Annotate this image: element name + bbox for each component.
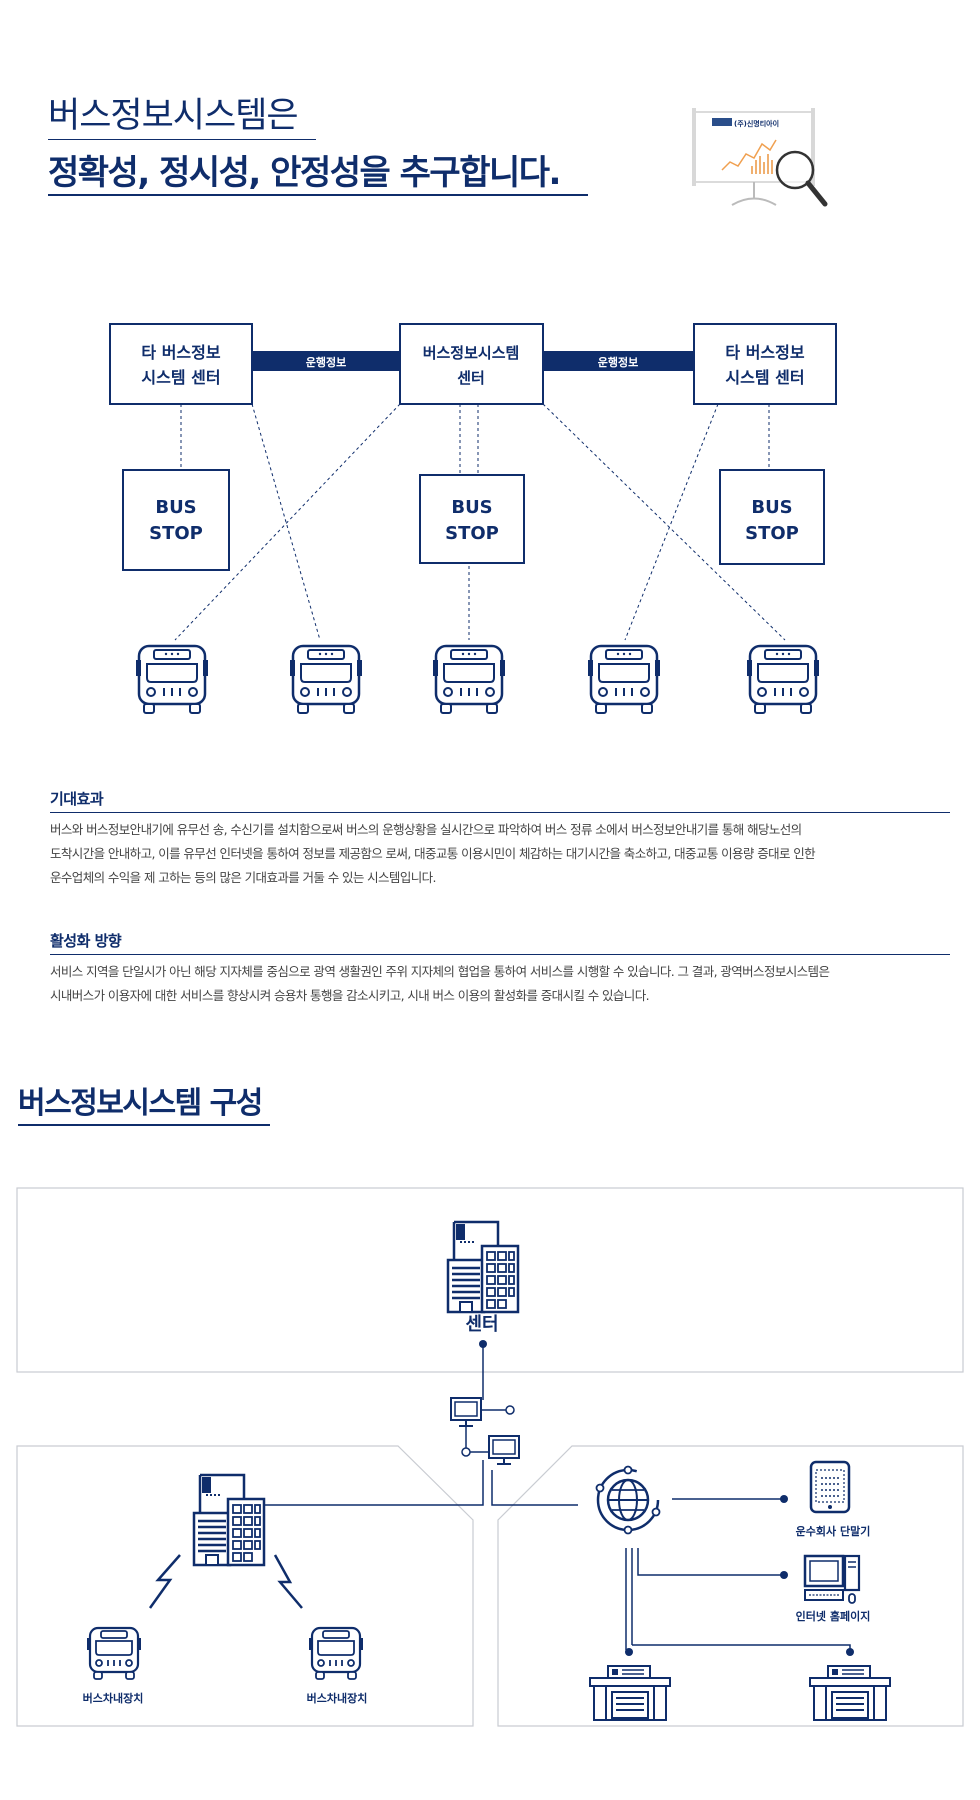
internet-globe-icon xyxy=(595,1465,661,1535)
svg-text:타 버스정보: 타 버스정보 xyxy=(141,343,220,362)
bus-stop-center: BUS STOP xyxy=(419,474,525,564)
wireless-bolt-icon-left xyxy=(148,1554,181,1609)
bus-icon-5 xyxy=(745,644,821,715)
bus-device-label-left: 버스차내장치 xyxy=(83,1691,144,1705)
link-label-left: 운행정보 xyxy=(306,355,346,369)
headline-underline xyxy=(48,139,316,140)
composition-title: 버스정보시스템 구성 xyxy=(18,1086,263,1121)
svg-text:BUS: BUS xyxy=(451,497,492,518)
activation-line-2: 시내버스가 이용자에 대한 서비스를 향상시켜 승용차 통행을 감소시키고, 시… xyxy=(50,988,650,1003)
bus-icon-3 xyxy=(431,644,507,715)
headline-line2: 정확성, 정시성, 안정성을 추구합니다. xyxy=(48,153,561,193)
svg-text:BUS: BUS xyxy=(155,497,196,518)
svg-text:시스템 센터: 시스템 센터 xyxy=(141,368,220,387)
center-label: 센터 xyxy=(465,1314,498,1335)
svg-text:버스정보시스템: 버스정보시스템 xyxy=(423,344,520,362)
effects-title: 기대효과 xyxy=(50,790,104,808)
composition-title-underline xyxy=(18,1124,270,1126)
other-center-right: 타 버스정보 시스템 센터 xyxy=(693,323,837,405)
bus-stop-right: BUS STOP xyxy=(719,469,825,565)
onboard-bus-icon-left xyxy=(85,1626,143,1681)
main-center: 버스정보시스템 센터 xyxy=(399,323,544,405)
bus-stop-left: BUS STOP xyxy=(122,469,230,571)
monitor-magnifier-icon: (주)신명티아이 xyxy=(692,108,828,207)
other-center-left: 타 버스정보 시스템 센터 xyxy=(109,323,253,405)
activation-body: 서비스 지역을 단일시가 아닌 해당 지자체를 중심으로 광역 생활권인 주위 … xyxy=(50,960,830,1008)
svg-text:STOP: STOP xyxy=(745,523,799,544)
svg-text:타 버스정보: 타 버스정보 xyxy=(725,343,804,362)
activation-title: 활성화 방향 xyxy=(50,932,122,950)
homepage-label: 인터넷 홈페이지 xyxy=(796,1609,871,1623)
svg-text:STOP: STOP xyxy=(445,523,499,544)
effects-line-3: 운수업체의 수익을 제 고하는 등의 많은 기대효과를 거둘 수 있는 시스템입… xyxy=(50,870,437,885)
wireless-bolt-icon-right xyxy=(273,1554,303,1609)
bus-icon-1 xyxy=(134,644,210,715)
svg-text:센터: 센터 xyxy=(457,369,485,387)
svg-text:BUS: BUS xyxy=(751,497,792,518)
service-panel xyxy=(497,1445,964,1727)
svg-text:STOP: STOP xyxy=(149,523,203,544)
link-label-right: 운행정보 xyxy=(598,355,638,369)
terminal-label: 운수회사 단말기 xyxy=(796,1524,871,1538)
onboard-bus-icon-right xyxy=(307,1626,365,1681)
activation-line-1: 서비스 지역을 단일시가 아닌 해당 지자체를 중심으로 광역 생활권인 주위 … xyxy=(50,964,830,979)
bus-icon-4 xyxy=(586,644,662,715)
svg-text:시스템 센터: 시스템 센터 xyxy=(725,368,804,387)
headline-line1: 버스정보시스템은 xyxy=(48,96,299,136)
desktop-pc-icon xyxy=(803,1554,861,1604)
tablet-terminal-icon xyxy=(809,1460,851,1514)
server-pc-icon-2 xyxy=(488,1435,520,1465)
system-composition-diagram: 센터 버스차내장치 버스차내장치 xyxy=(16,1187,964,1727)
effects-rule xyxy=(50,812,950,813)
bus-network-diagram: 운행정보 운행정보 타 버스정보 시스템 센터 버스정보시스템 센터 타 버스정… xyxy=(109,323,837,715)
headline-underline-bold xyxy=(48,194,588,196)
effects-line-2: 도착시간을 안내하고, 이를 유무선 인터넷을 통하여 정보를 제공함으 로써,… xyxy=(50,846,816,861)
monitor-logo-text: (주)신명티아이 xyxy=(734,119,779,128)
bus-device-label-right: 버스차내장치 xyxy=(307,1691,368,1705)
server-pc-icon-1 xyxy=(450,1397,482,1427)
effects-body: 버스와 버스정보안내기에 유무선 송, 수신기를 설치함으로써 버스의 운행상황… xyxy=(50,818,816,890)
bus-icon-2 xyxy=(288,644,364,715)
effects-line-1: 버스와 버스정보안내기에 유무선 송, 수신기를 설치함으로써 버스의 운행상황… xyxy=(50,822,802,837)
activation-rule xyxy=(50,954,950,955)
